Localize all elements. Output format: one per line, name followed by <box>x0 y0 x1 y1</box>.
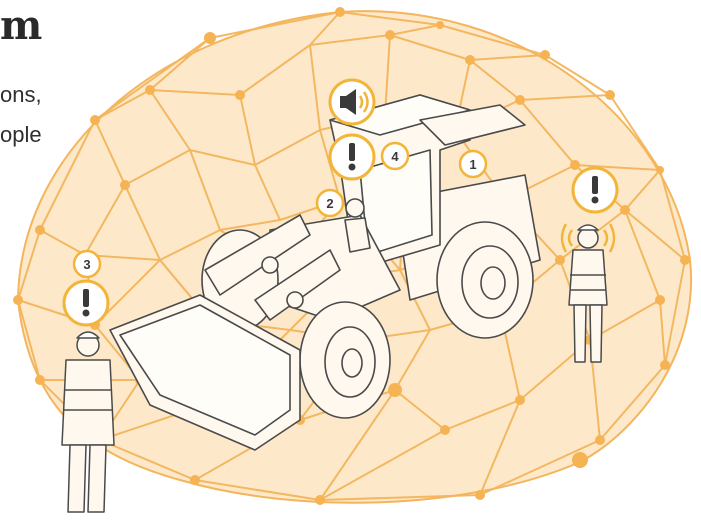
marker-1-label: 1 <box>469 157 476 172</box>
alert-icon <box>328 133 376 181</box>
marker-2-label: 2 <box>326 196 333 211</box>
vibration-icon <box>560 223 616 253</box>
speaker-icon <box>328 78 376 126</box>
alert-icon-left <box>62 279 110 327</box>
worker-left <box>61 331 115 513</box>
wheel-loader <box>109 94 541 451</box>
marker-4: 4 <box>380 141 410 171</box>
marker-3: 3 <box>72 249 102 279</box>
alert-icon-right <box>571 166 619 214</box>
heading-line-2: ople <box>0 122 42 147</box>
marker-4-label: 4 <box>391 149 399 164</box>
marker-3-label: 3 <box>83 257 90 272</box>
worker-right <box>568 224 608 363</box>
marker-2: 2 <box>315 188 345 218</box>
marker-1: 1 <box>458 149 488 179</box>
heading-line-1: ons, <box>0 82 42 107</box>
heading-title: m <box>0 2 43 49</box>
